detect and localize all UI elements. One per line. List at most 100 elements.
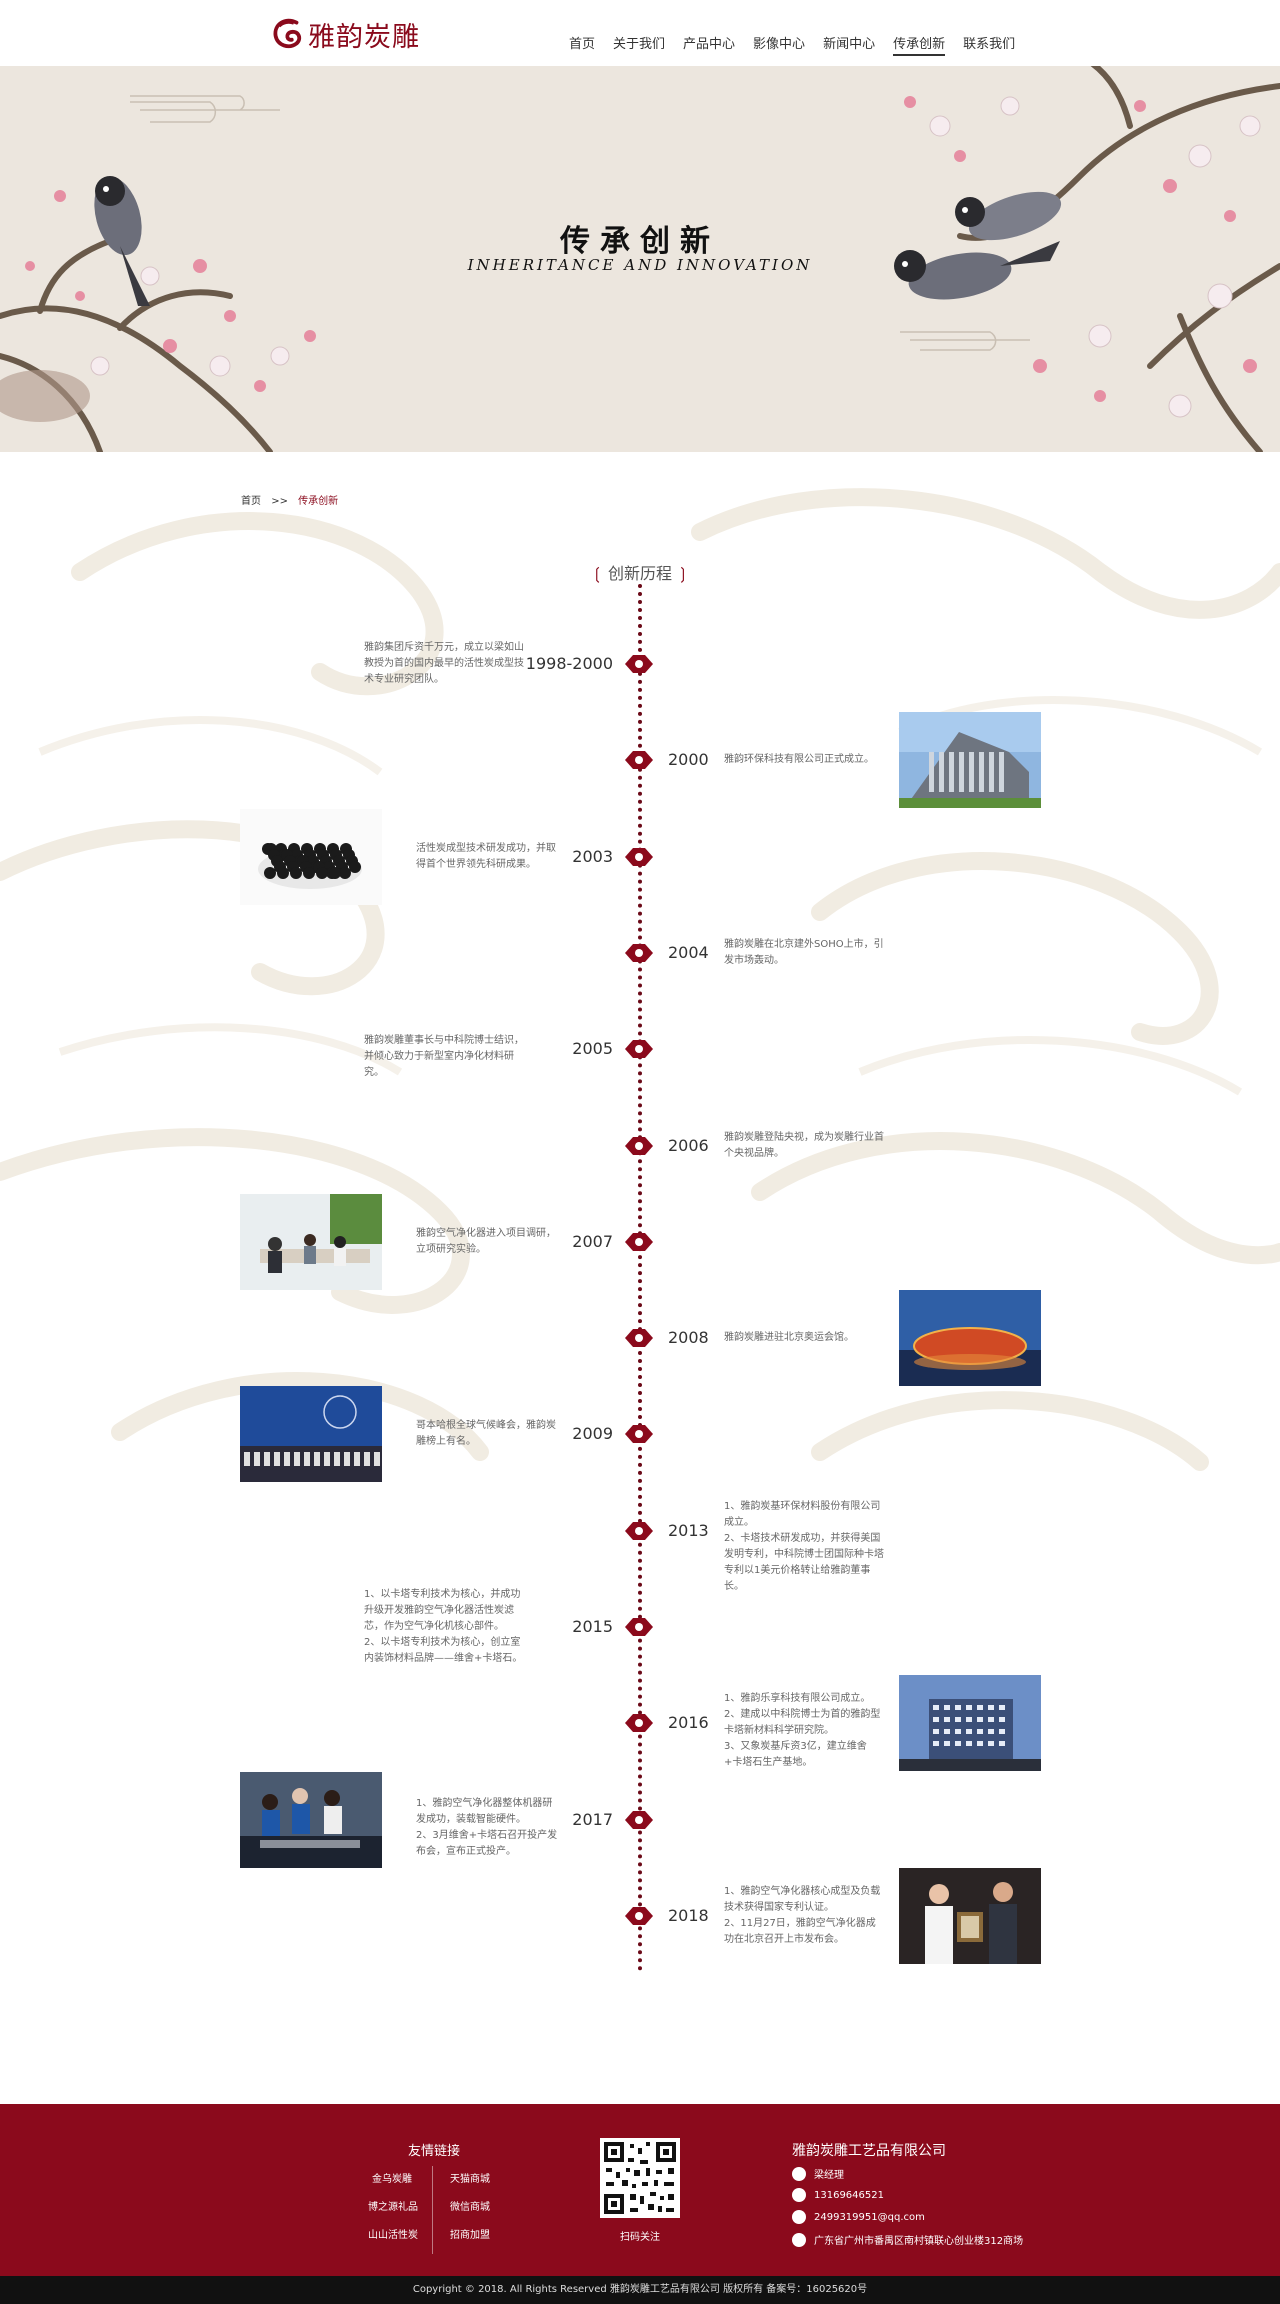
title-bracket-right-icon: ❳: [676, 564, 690, 583]
nav-item[interactable]: 传承创新: [884, 0, 954, 66]
timeline-node-icon: [625, 751, 653, 770]
logo-swirl-icon: [273, 18, 302, 49]
timeline-photo-building: [899, 712, 1041, 809]
timeline-year: 2004: [668, 942, 709, 962]
wechat-qr-code-icon: [600, 2138, 680, 2218]
timeline-description: 1、以卡塔专利技术为核心，并成功升级开发雅韵空气净化器活性炭滤芯，作为空气净化机…: [364, 1589, 523, 1664]
footer-divider: [432, 2166, 433, 2254]
footer-company-name: 雅韵炭雕工艺品有限公司: [792, 2143, 946, 2159]
timeline-photo-summit: [240, 1386, 382, 1483]
section-title: ❲创新历程❳: [0, 560, 1280, 584]
timeline-node-icon: [625, 943, 653, 962]
banner-title: 传承创新: [560, 224, 720, 259]
timeline-node-icon: [625, 847, 653, 866]
timeline-description: 活性炭成型技术研发成功，并取得首个世界领先科研成果。: [416, 842, 556, 870]
timeline-year: 2017: [572, 1809, 613, 1829]
phone-icon: [792, 2188, 806, 2202]
friendly-links-title: 友情链接: [408, 2144, 461, 2159]
user-icon: [792, 2166, 806, 2181]
timeline-description: 1、雅韵炭基环保材料股份有限公司成立。 2、卡塔技术研发成功，并获得美国发明专利…: [724, 1500, 884, 1592]
timeline-year: 2013: [668, 1520, 709, 1540]
qr-label: 扫码关注: [620, 2232, 660, 2243]
timeline-description: 1、雅韵乐享科技有限公司成立。 2、建成以中科院博士为首的雅韵型卡塔新材料科学研…: [724, 1693, 881, 1769]
timeline-year: 2005: [572, 1039, 613, 1059]
site-footer: 友情链接 金乌炭雕 博之源礼品 山山活性炭 天猫商城 微信商城 招商加盟 扫码关…: [0, 2104, 1280, 2276]
nav-item[interactable]: 首页: [569, 37, 596, 52]
footer-link[interactable]: 博之源礼品: [368, 2202, 418, 2213]
timeline-description: 雅韵空气净化器进入项目调研，立项研究实验。: [416, 1227, 556, 1255]
nav-item[interactable]: 新闻中心: [823, 37, 876, 52]
breadcrumb-separator: >>: [271, 496, 288, 507]
email-text: 2499319951@qq.com: [814, 2211, 925, 2223]
contact-phone: 13169646521: [792, 2188, 884, 2202]
banner-painting-illustration: [0, 66, 1280, 452]
phone-text: 13169646521: [814, 2189, 884, 2201]
contact-person: 梁经理: [792, 2166, 844, 2181]
timeline-year: 2015: [572, 1617, 613, 1636]
timeline-description: 雅韵炭雕董事长与中科院博士结识，并倾心致力于新型室内净化材料研究。: [364, 1035, 524, 1079]
timeline-node-icon: [625, 1232, 653, 1251]
breadcrumb-current: 传承创新: [298, 496, 339, 507]
footer-link[interactable]: 招商加盟: [450, 2230, 490, 2241]
contact-email: 2499319951@qq.com: [792, 2210, 925, 2224]
timeline-photo-meeting: [240, 1193, 382, 1290]
site-logo[interactable]: 雅韵炭雕: [268, 14, 420, 54]
timeline-description: 雅韵集团斥资千万元，成立以梁如山教授为首的国内最早的活性炭成型技术专业研究团队。: [364, 642, 524, 685]
nav-item[interactable]: 联系我们: [963, 37, 1016, 52]
breadcrumb-home[interactable]: 首页: [241, 496, 261, 507]
logo-text: 雅韵炭雕: [308, 21, 420, 53]
timeline-description: 1、雅韵空气净化器整体机器研发成功，装载智能硬件。 2、3月维舍+卡塔石召开投产…: [416, 1797, 558, 1857]
contact-name-text: 梁经理: [814, 2170, 844, 2181]
footer-link[interactable]: 微信商城: [450, 2202, 490, 2213]
footer-link[interactable]: 天猫商城: [450, 2174, 490, 2185]
timeline-node-icon: [625, 1329, 653, 1348]
timeline-description: 雅韵炭雕登陆央视，成为炭雕行业首个央视品牌。: [724, 1131, 884, 1159]
footer-link[interactable]: 山山活性炭: [368, 2230, 418, 2241]
main-nav: 首页 关于我们 产品中心 影像中心 新闻中心传承创新联系我们: [560, 0, 1024, 66]
timeline-year: 1998-2000: [525, 654, 613, 673]
timeline-photo-charcoal: [240, 808, 382, 905]
timeline-node-icon: [625, 1714, 653, 1733]
timeline-photo-hotel: [899, 1675, 1041, 1772]
contact-address: 广东省广州市番禺区南村镇联心创业楼312商场: [792, 2232, 1023, 2247]
timeline-description: 哥本哈根全球气候峰会，雅韵炭雕榜上有名。: [416, 1420, 556, 1448]
timeline-description: 1、雅韵空气净化器核心成型及负载技术获得国家专利认证。 2、11月27日，雅韵空…: [724, 1885, 881, 1945]
timeline-year: 2016: [668, 1713, 709, 1733]
timeline-year: 2018: [668, 1905, 709, 1925]
timeline-node-icon: [625, 655, 653, 673]
banner-subtitle: INHERITANCE AND INNOVATION: [467, 256, 813, 274]
nav-item[interactable]: 关于我们: [613, 37, 666, 52]
timeline-photo-award: [899, 1867, 1041, 1964]
timeline-axis: [638, 584, 642, 1972]
timeline-node-icon: [625, 1810, 653, 1829]
timeline-year: 2007: [572, 1231, 613, 1251]
location-icon: [792, 2232, 806, 2247]
timeline-year: 2009: [572, 1424, 613, 1444]
timeline-year: 2003: [572, 846, 613, 866]
timeline-year: 2000: [668, 750, 709, 770]
timeline-node-icon: [625, 1618, 653, 1636]
timeline-node-icon: [625, 1906, 653, 1925]
timeline-node-icon: [625, 1521, 653, 1540]
timeline-description: 雅韵炭雕进驻北京奥运会馆。: [724, 1332, 854, 1344]
timeline-year: 2008: [668, 1328, 709, 1348]
section-title-text: 创新历程: [607, 564, 672, 583]
timeline-node-icon: [625, 1425, 653, 1444]
background-cloud-pattern: [0, 488, 1280, 1471]
copyright-bar: Copyright © 2018. All Rights Reserved 雅韵…: [0, 2276, 1280, 2304]
address-text: 广东省广州市番禺区南村镇联心创业楼312商场: [814, 2236, 1024, 2247]
breadcrumb: 首页 >> 传承创新: [241, 492, 338, 507]
timeline-photo-stadium: [899, 1290, 1041, 1387]
timeline-year: 2006: [668, 1135, 709, 1155]
footer-link[interactable]: 金乌炭雕: [372, 2174, 412, 2185]
email-icon: [792, 2210, 806, 2224]
site-header: 雅韵炭雕 首页 关于我们 产品中心 影像中心 新闻中心传承创新联系我们: [0, 0, 1280, 66]
nav-item[interactable]: 产品中心: [683, 37, 736, 52]
nav-item[interactable]: 影像中心: [753, 37, 806, 52]
title-bracket-left-icon: ❲: [590, 564, 604, 583]
timeline-photo-lab: [240, 1771, 382, 1868]
timeline-node-icon: [625, 1040, 653, 1059]
hero-banner: 传承创新 INHERITANCE AND INNOVATION: [0, 66, 1280, 452]
timeline-description: 雅韵环保科技有限公司正式成立。: [724, 754, 874, 766]
timeline-description: 雅韵炭雕在北京建外SOHO上市，引发市场轰动。: [724, 938, 884, 966]
